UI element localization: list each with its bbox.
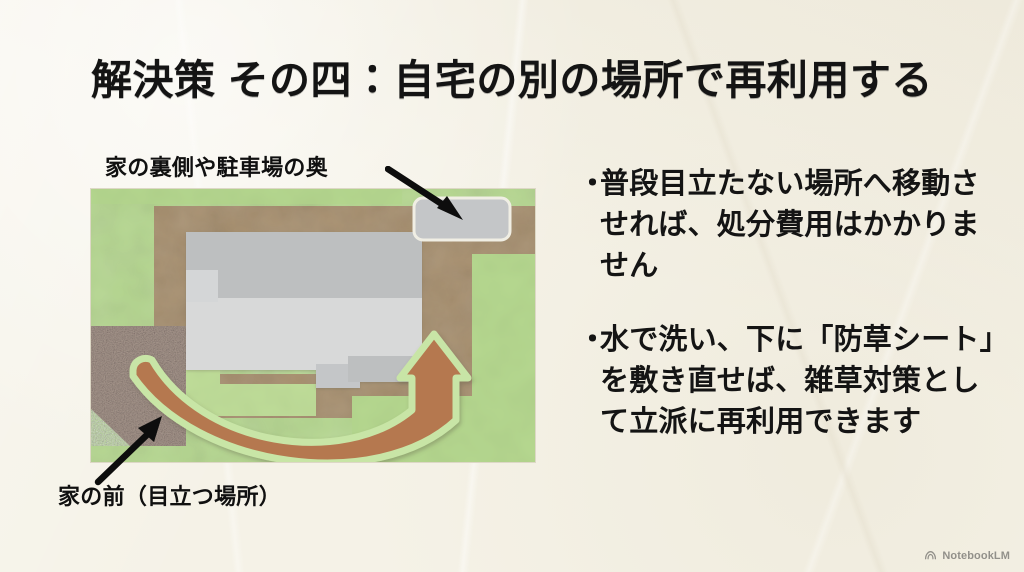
bullet-marker: ・: [578, 168, 608, 200]
callout-label-rear: 家の裏側や駐車場の奥: [105, 155, 329, 180]
notebooklm-watermark: NotebookLM: [924, 549, 1010, 562]
site-plan-figure: [90, 188, 536, 463]
bullet-text: 普段目立たない場所へ移動させれば、処分費用はかかりません: [600, 168, 980, 283]
notebooklm-icon: [925, 551, 937, 560]
bullet-list: ・ 普段目立たない場所へ移動させれば、処分費用はかかりません ・ 水で洗い、下に…: [578, 164, 1002, 443]
house-footprint: [186, 232, 422, 388]
slide-title: 解決策 その四：自宅の別の場所で再利用する: [91, 57, 933, 103]
site-plan-illustration: [90, 188, 536, 463]
figure-border: [90, 188, 536, 463]
bullet-item: ・ 普段目立たない場所へ移動させれば、処分費用はかかりません: [578, 164, 1002, 288]
relocation-arrow: [129, 330, 472, 463]
rear-parking-slab: [412, 196, 512, 242]
bullet-text: 水で洗い、下に「防草シート」を敷き直せば、雑草対策として立派に再利用できます: [600, 323, 995, 438]
notebooklm-watermark-text: NotebookLM: [942, 549, 1010, 562]
bullet-marker: ・: [578, 323, 608, 356]
bullet-item: ・ 水で洗い、下に「防草シート」を敷き直せば、雑草対策として立派に再利用できます: [578, 320, 1002, 444]
callout-label-front: 家の前（目立つ場所）: [58, 484, 282, 509]
